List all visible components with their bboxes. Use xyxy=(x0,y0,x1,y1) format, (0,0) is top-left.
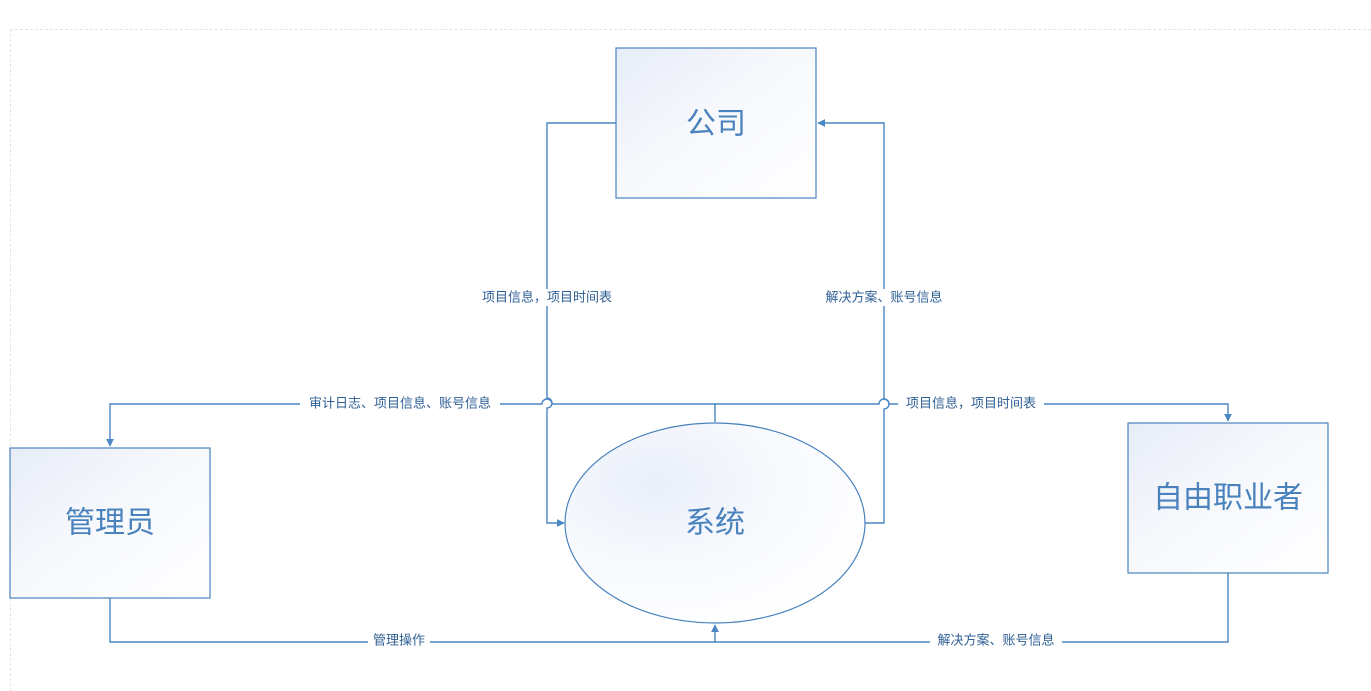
node-freelancer-label: 自由职业者 xyxy=(1153,481,1303,516)
edge-label-system-to-admin: 审计日志、项目信息、账号信息 xyxy=(300,395,500,412)
edge-label-company-to-system: 项目信息，项目时间表 xyxy=(474,289,620,306)
node-system-label: 系统 xyxy=(685,506,745,541)
svg-text:项目信息，项目时间表: 项目信息，项目时间表 xyxy=(906,396,1036,412)
node-system[interactable]: 系统 xyxy=(564,422,866,624)
edge-label-freelancer-to-system: 解决方案、账号信息 xyxy=(930,633,1062,650)
node-admin-label: 管理员 xyxy=(65,506,155,541)
node-company-label: 公司 xyxy=(686,107,746,142)
svg-text:审计日志、项目信息、账号信息: 审计日志、项目信息、账号信息 xyxy=(309,396,491,412)
edge-label-system-to-company: 解决方案、账号信息 xyxy=(818,289,950,306)
node-company[interactable]: 公司 xyxy=(615,47,817,199)
edge-system-to-admin xyxy=(106,398,716,447)
edge-label-system-to-freelancer: 项目信息，项目时间表 xyxy=(898,395,1044,412)
node-admin[interactable]: 管理员 xyxy=(9,447,211,599)
svg-text:项目信息，项目时间表: 项目信息，项目时间表 xyxy=(482,290,612,306)
diagram-canvas xyxy=(10,29,1371,691)
svg-text:管理操作: 管理操作 xyxy=(373,633,425,649)
edge-freelancer-to-system xyxy=(715,573,1229,643)
node-freelancer[interactable]: 自由职业者 xyxy=(1127,422,1329,574)
edge-label-admin-to-system: 管理操作 xyxy=(368,633,430,650)
edge-system-to-freelancer xyxy=(715,398,1232,422)
svg-text:解决方案、账号信息: 解决方案、账号信息 xyxy=(825,290,942,306)
svg-text:解决方案、账号信息: 解决方案、账号信息 xyxy=(937,633,1054,649)
